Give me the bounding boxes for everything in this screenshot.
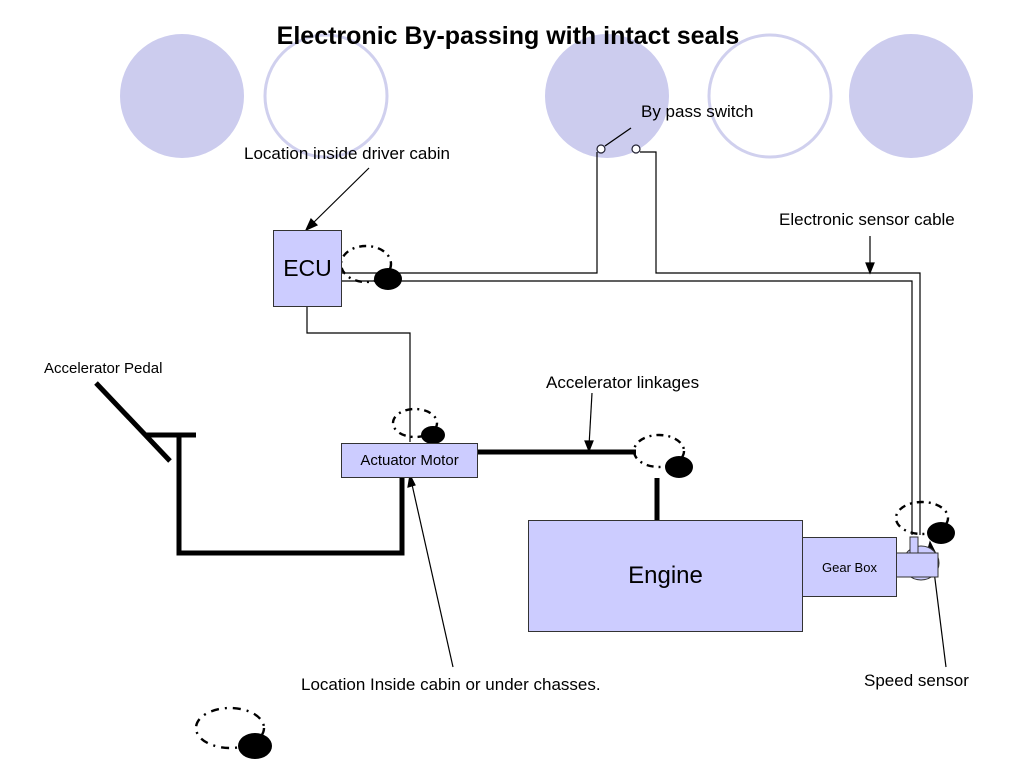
mechanical-linkages [94,381,660,556]
pedal-arm [94,381,172,463]
cabin-chassis-label: Location Inside cabin or under chasses. [301,675,601,694]
seal-icon [339,244,402,290]
speed-sensor-label: Speed sensor [864,671,969,690]
switch-icon [596,127,641,154]
wire-ecu-to-actuator [306,306,411,442]
decor-circle-4 [707,33,833,159]
decor-circle-2 [263,33,389,159]
engine-label: Engine [628,562,703,589]
actuator-motor-label: Actuator Motor [360,452,459,469]
gear-box-label: Gear Box [822,559,877,575]
pedal-to-actuator-linkage [176,435,405,556]
accelerator-pedal-label: Accelerator Pedal [44,360,163,377]
decorative-circles [120,33,973,159]
decor-circle-5 [849,34,973,158]
page-title: Electronic By-passing with intact seals [276,22,740,50]
wiring [306,151,921,535]
ecu-label: ECU [283,255,332,281]
seal-icon [632,433,693,478]
decor-circle-1 [120,34,244,158]
wire-ecu-to-sensor-b [342,280,913,535]
engine-box: Engine [528,520,803,632]
driver-cabin-label: Location inside driver cabin [244,144,451,163]
decor-circle-3 [545,34,669,158]
ecu-box: ECU [273,230,342,307]
seal-icon [894,500,955,544]
bypass-switch-label: By pass switch [641,102,754,121]
seal-icon [391,407,445,444]
wire-ecu-to-switch [342,152,598,274]
actuator-motor-box: Actuator Motor [341,443,478,478]
gear-box: Gear Box [802,537,897,597]
accelerator-linkages-label: Accelerator linkages [546,373,700,392]
seal-icon-legend [194,706,272,759]
wire-switch-to-sensor-a [640,151,921,535]
sensor-cable-label: Electronic sensor cable [779,210,955,229]
